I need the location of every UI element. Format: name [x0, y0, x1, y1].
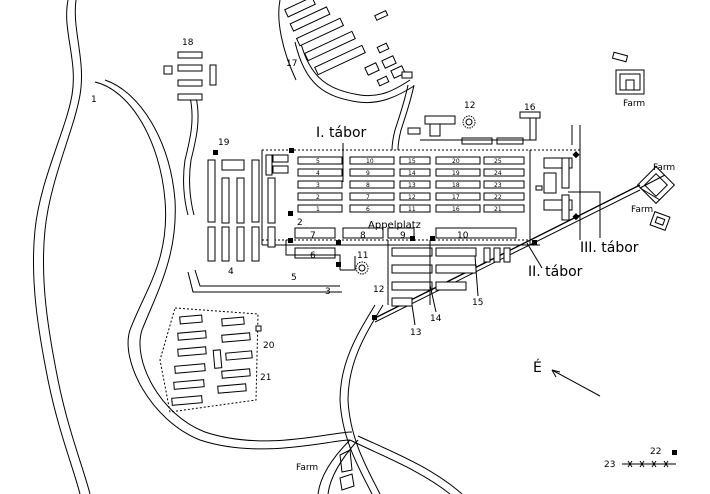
block-num: 7 — [366, 194, 370, 201]
farm-label: Farm — [623, 99, 645, 109]
camp3-buildings — [535, 157, 573, 221]
block-num: 13 — [408, 182, 416, 189]
label-1: 1 — [91, 95, 97, 105]
block-num: 18 — [452, 182, 460, 189]
appelplatz-label: Appelplatz — [368, 220, 421, 231]
river — [32, 0, 91, 494]
area-17-buildings — [278, 0, 413, 87]
north-label: É — [533, 359, 542, 376]
label-13: 13 — [410, 328, 421, 338]
area-18-buildings — [163, 51, 217, 101]
farm-label: Farm — [296, 463, 318, 473]
farm-top-right — [611, 51, 645, 95]
camp-1-label: I. tábor — [316, 125, 367, 141]
label-18: 18 — [182, 38, 194, 48]
label-10: 10 — [457, 231, 469, 241]
block-num: 8 — [366, 182, 370, 189]
block-num: 1 — [316, 206, 320, 213]
block-num: 6 — [366, 206, 370, 213]
block-num: 20 — [452, 158, 460, 165]
guard-towers — [213, 148, 677, 455]
farm-right — [636, 165, 676, 231]
block-num: 10 — [366, 158, 374, 165]
label-21: 21 — [260, 373, 271, 383]
label-20: 20 — [263, 341, 275, 351]
label-6: 6 — [310, 251, 316, 261]
label-16: 16 — [524, 103, 536, 113]
camp-boundary — [261, 125, 581, 246]
label-15: 15 — [472, 298, 483, 308]
block-num: 16 — [452, 206, 460, 213]
label-7: 7 — [310, 231, 316, 241]
label-14: 14 — [430, 314, 442, 324]
block-num: 14 — [408, 170, 416, 177]
label-17: 17 — [286, 59, 297, 69]
number-labels: 1 2 3 4 5 6 7 8 9 10 11 12 12 13 14 15 1… — [91, 38, 661, 470]
block-num: 2 — [316, 194, 320, 201]
label-12b: 12 — [373, 285, 384, 295]
block-num: 17 — [452, 194, 460, 201]
label-2: 2 — [297, 218, 303, 228]
lower-buildings — [285, 227, 517, 307]
farm-label: Farm — [653, 163, 675, 173]
label-22: 22 — [650, 447, 661, 457]
label-11: 11 — [357, 251, 368, 261]
block-num: 15 — [408, 158, 416, 165]
label-23: 23 — [604, 460, 615, 470]
block-num: 19 — [452, 170, 460, 177]
camp-3-label: III. tábor — [580, 240, 639, 256]
label-12: 12 — [464, 101, 475, 111]
farm-bottom — [339, 449, 355, 491]
block-num: 4 — [316, 170, 320, 177]
block-numbers: 5 4 3 2 1 10 9 8 7 6 15 14 13 12 11 20 1… — [316, 158, 502, 213]
left-barracks — [207, 159, 276, 262]
block-num: 24 — [494, 170, 502, 177]
farm-label: Farm — [631, 205, 653, 215]
top-buildings — [407, 111, 541, 145]
legend — [622, 460, 676, 468]
block-num: 22 — [494, 194, 502, 201]
block-num: 25 — [494, 158, 502, 165]
label-3: 3 — [325, 287, 331, 297]
label-4: 4 — [228, 267, 234, 277]
block-num: 5 — [316, 158, 320, 165]
camp-2-label: II. tábor — [528, 264, 583, 280]
label-5: 5 — [291, 273, 297, 283]
symbol-12 — [355, 115, 476, 275]
block-num: 3 — [316, 182, 320, 189]
label-19: 19 — [218, 138, 230, 148]
block-num: 12 — [408, 194, 416, 201]
label-8: 8 — [360, 231, 366, 241]
block-num: 11 — [408, 206, 416, 213]
block-num: 9 — [366, 170, 370, 177]
block-num: 21 — [494, 206, 502, 213]
label-9: 9 — [400, 231, 406, 241]
north-arrow: É — [533, 359, 601, 397]
block-num: 23 — [494, 182, 502, 189]
roads — [94, 39, 666, 494]
barracks-grid — [265, 154, 525, 213]
area-21-camp — [159, 307, 262, 413]
leader-lines — [340, 143, 601, 326]
